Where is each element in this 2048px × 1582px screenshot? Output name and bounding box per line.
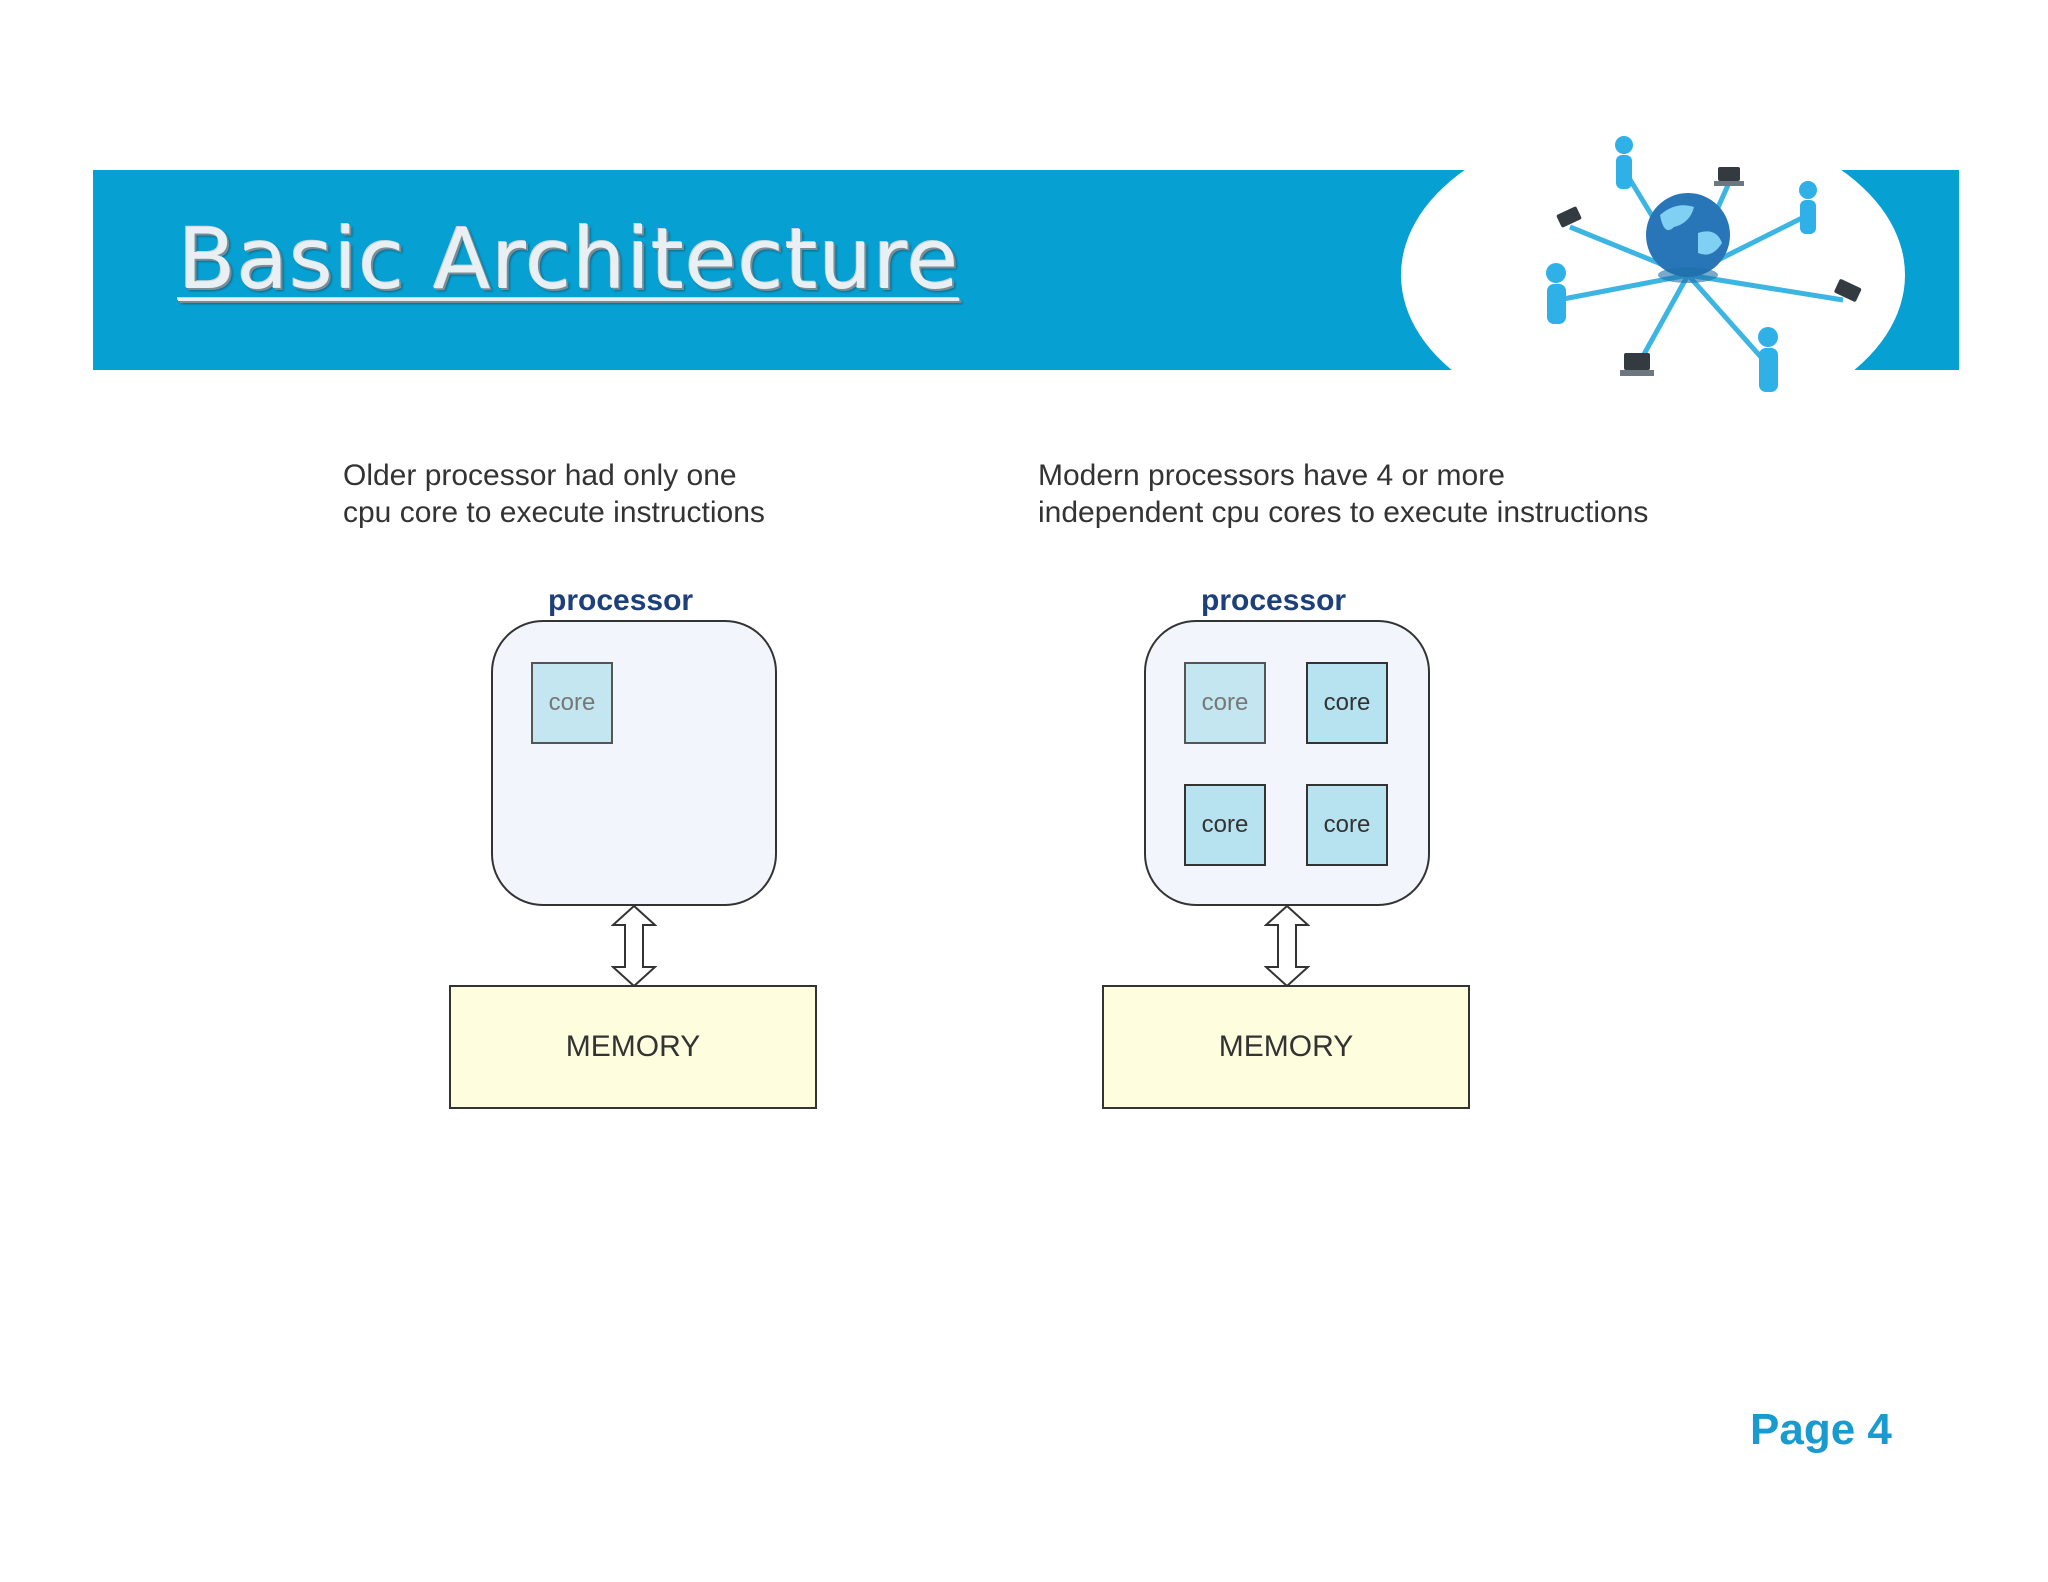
left-double-arrow-icon: [611, 905, 657, 987]
right-core-2: core: [1306, 662, 1388, 744]
right-double-arrow-icon: [1264, 905, 1310, 987]
right-memory-box: MEMORY: [1102, 985, 1470, 1109]
left-processor-box: core: [491, 620, 777, 906]
right-caption: Modern processors have 4 or more indepen…: [1038, 457, 1648, 531]
left-caption-line2: cpu core to execute instructions: [343, 496, 765, 529]
right-caption-line2: independent cpu cores to execute instruc…: [1038, 496, 1649, 529]
left-caption: Older processor had only one cpu core to…: [343, 457, 765, 531]
right-core-4: core: [1306, 784, 1388, 866]
left-memory-box: MEMORY: [449, 985, 817, 1109]
left-caption-line1: Older processor had only one: [343, 459, 737, 492]
right-processor-label: processor: [1201, 584, 1347, 617]
right-core-1: core: [1184, 662, 1266, 744]
right-processor-box: core core core core: [1144, 620, 1430, 906]
left-core-1: core: [531, 662, 613, 744]
right-caption-line1: Modern processors have 4 or more: [1038, 459, 1505, 492]
page-number: Page 4: [1750, 1405, 1892, 1454]
slide-title: Basic Architecture: [178, 210, 960, 308]
network-globe-icon: [1401, 117, 1905, 433]
right-core-3: core: [1184, 784, 1266, 866]
left-processor-label: processor: [548, 584, 694, 617]
